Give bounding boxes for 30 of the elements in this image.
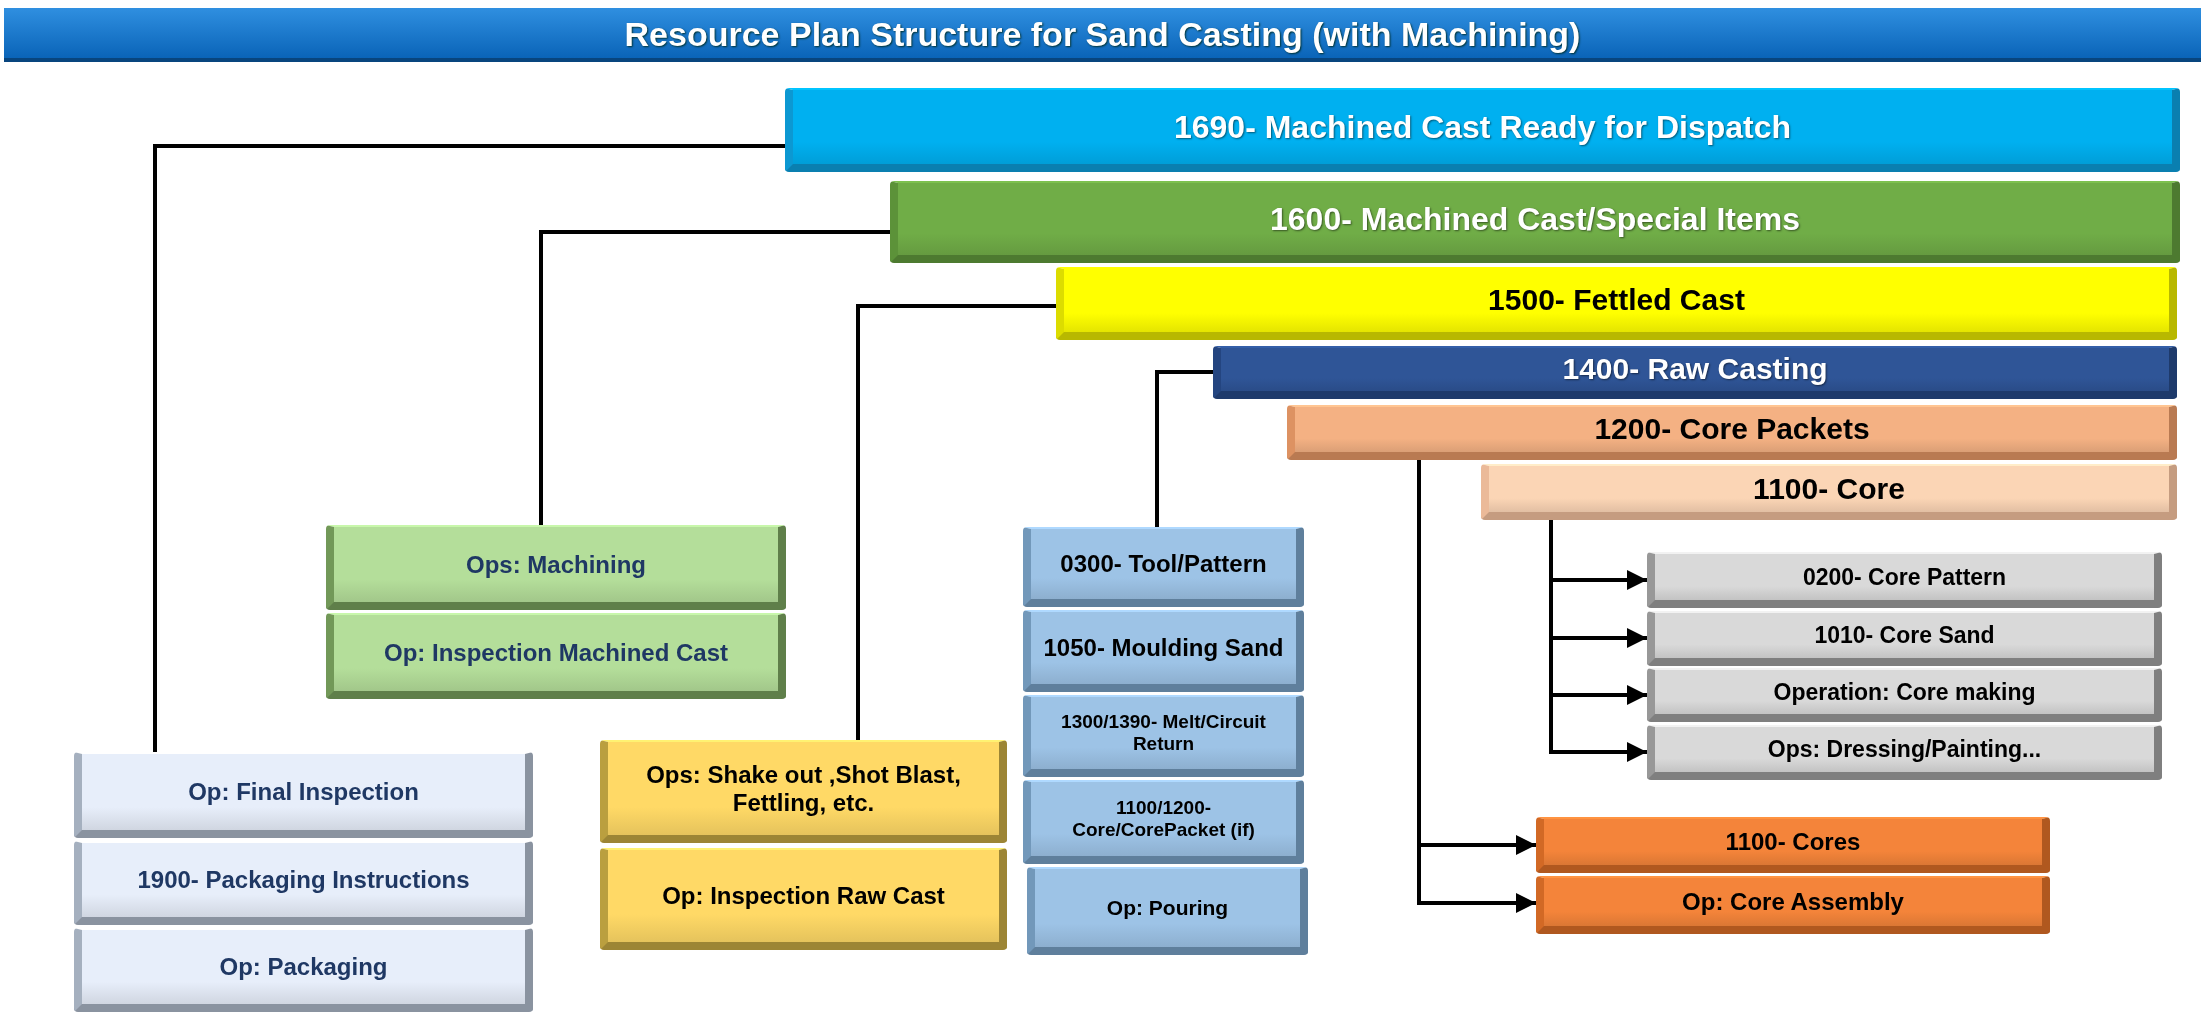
item-box: Op: Pouring: [1027, 867, 1308, 955]
item-box: 1010- Core Sand: [1647, 611, 2162, 666]
connector-line: [153, 144, 785, 752]
item-box: 1100- Cores: [1536, 817, 2050, 873]
item-box: Ops: Machining: [326, 525, 786, 610]
item-bar: 1200- Core Packets: [1287, 405, 2177, 460]
title-banner: Resource Plan Structure for Sand Casting (with Machining): [4, 8, 2201, 62]
item-box: Op: Packaging: [74, 928, 533, 1012]
item-box: Ops: Dressing/Painting...: [1647, 725, 2162, 780]
item-box: 0300- Tool/Pattern: [1023, 527, 1304, 607]
item-bar: 1100- Core: [1481, 464, 2177, 520]
item-box: 1900- Packaging Instructions: [74, 841, 533, 925]
item-bar: 1600- Machined Cast/Special Items: [890, 181, 2180, 263]
item-box: Ops: Shake out ,Shot Blast, Fettling, etc.: [600, 740, 1007, 843]
connector-line: [539, 230, 890, 525]
item-bar: 1500- Fettled Cast: [1056, 267, 2177, 340]
item-box: Operation: Core making: [1647, 668, 2162, 722]
connector-line: [856, 304, 1056, 740]
item-box: Op: Core Assembly: [1536, 876, 2050, 934]
item-box: Op: Final Inspection: [74, 752, 533, 838]
item-bar: 1690- Machined Cast Ready for Dispatch: [785, 88, 2180, 172]
item-box: 1050- Moulding Sand: [1023, 610, 1304, 692]
item-box: 0200- Core Pattern: [1647, 552, 2162, 608]
item-box: 1300/1390- Melt/Circuit Return: [1023, 695, 1304, 777]
arrow: [1549, 520, 1647, 762]
item-box: Op: Inspection Machined Cast: [326, 613, 786, 699]
connector-line: [1155, 370, 1213, 527]
item-bar: 1400- Raw Casting: [1213, 346, 2177, 399]
item-box: Op: Inspection Raw Cast: [600, 848, 1007, 950]
item-box: 1100/1200- Core/CorePacket (if): [1023, 780, 1304, 864]
